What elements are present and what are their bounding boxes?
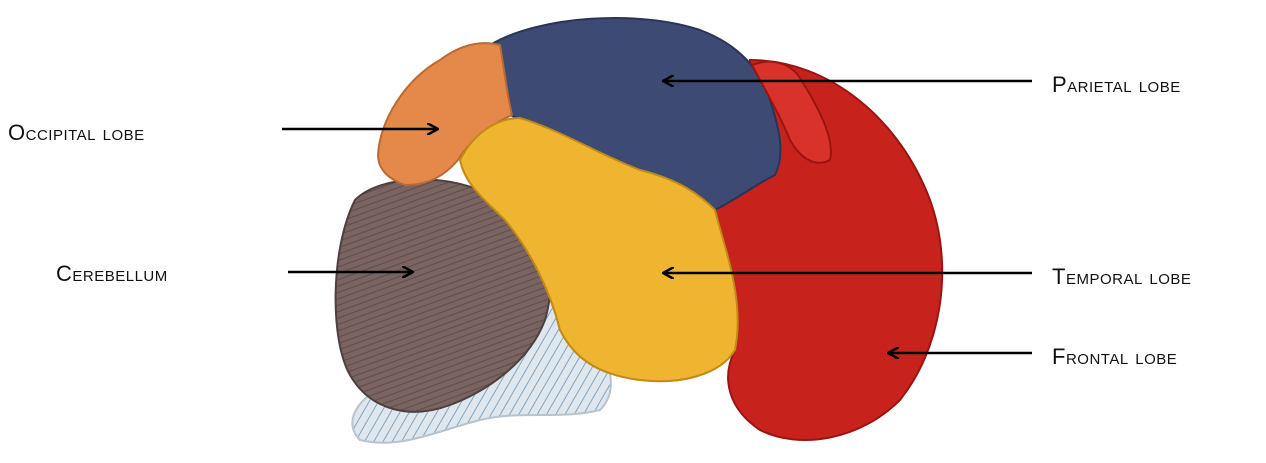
parietal-lobe-label: Parietal lobe <box>1052 74 1181 96</box>
temporal-lobe-label: Temporal lobe <box>1052 266 1191 288</box>
frontal-lobe-label: Frontal lobe <box>1052 346 1177 368</box>
cerebellum-label: Cerebellum <box>56 263 168 285</box>
occipital-lobe-label: Occipital lobe <box>8 122 145 144</box>
